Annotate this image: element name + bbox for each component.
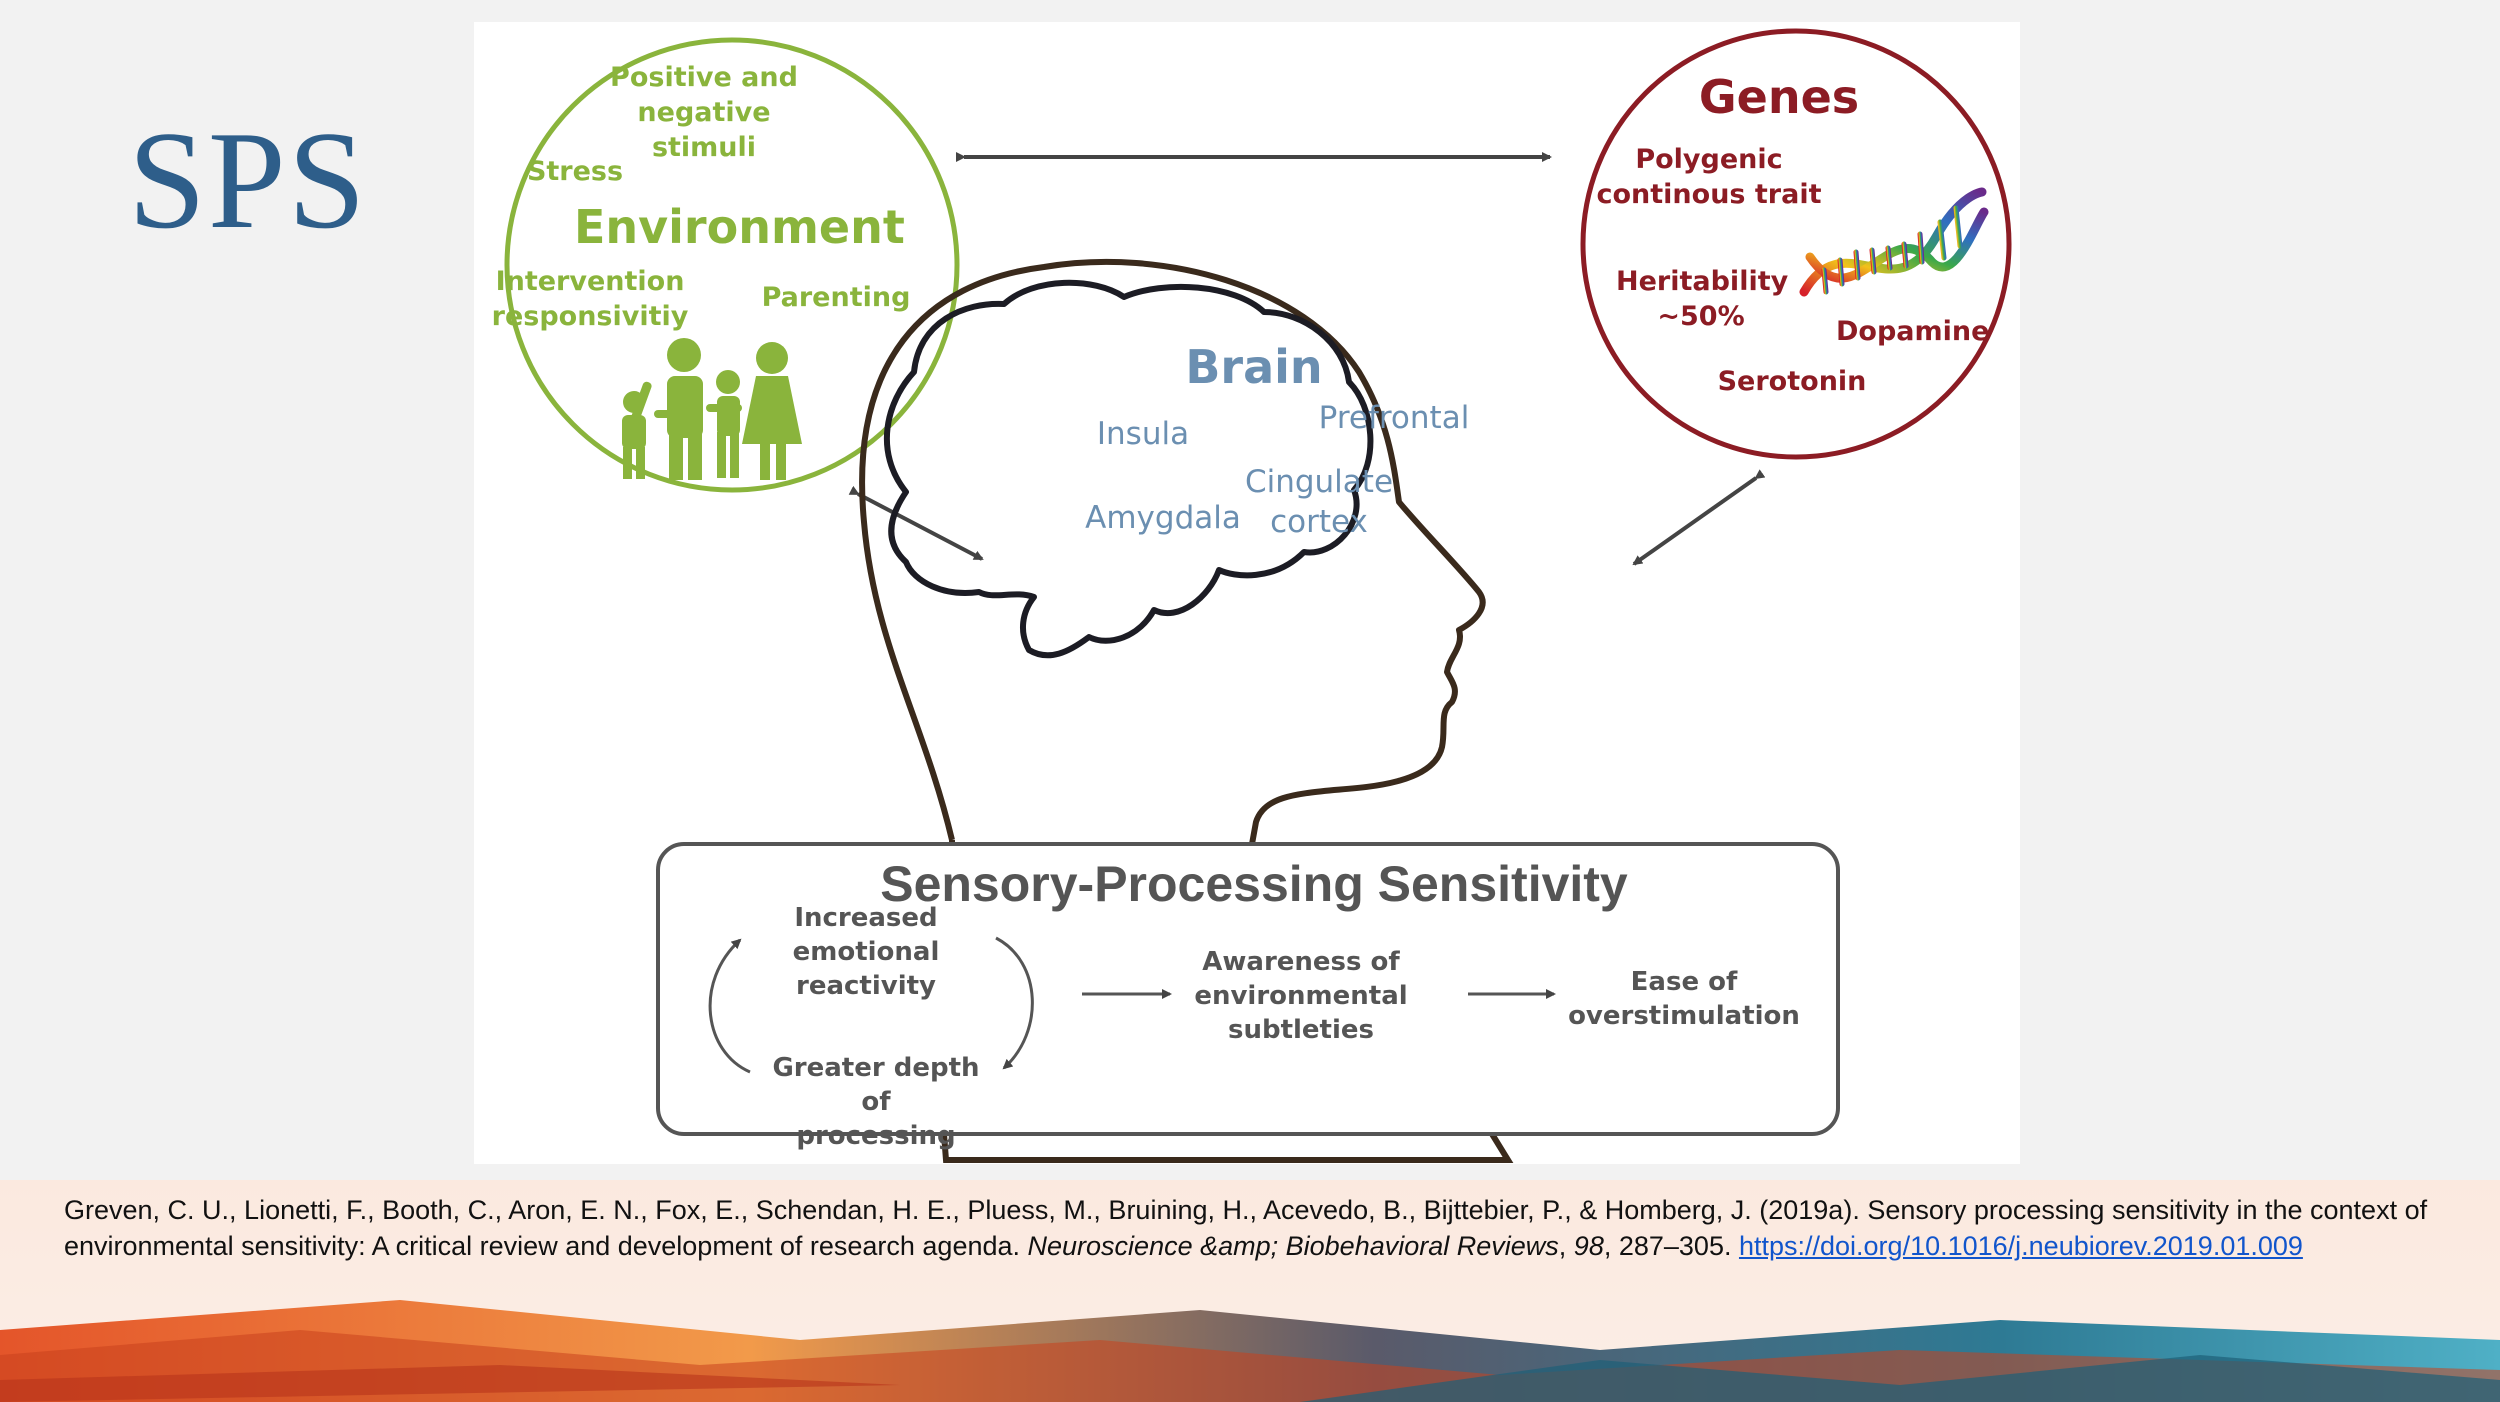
head-outline xyxy=(859,258,1486,845)
dna-icon xyxy=(1799,187,1989,297)
slide-title: SPS xyxy=(128,103,368,258)
citation-volume: 98 xyxy=(1573,1231,1604,1261)
brain-item-cingulate: Cingulate cortex xyxy=(1244,464,1394,541)
env-item-stimuli: Positive and negative stimuli xyxy=(610,62,798,164)
cycle-arrow-up xyxy=(708,938,751,1074)
figure-graphics xyxy=(504,28,2012,1163)
sps-title: Sensory-Processing Sensitivity xyxy=(880,856,1628,912)
genes-item-dopamine: Dopamine xyxy=(1836,316,1990,347)
env-item-stress: Stress xyxy=(526,156,624,187)
citation: Greven, C. U., Lionetti, F., Booth, C., … xyxy=(64,1195,2428,1261)
genes-circle xyxy=(1580,28,2012,460)
environment-circle xyxy=(504,37,960,493)
env-item-parenting: Parenting xyxy=(761,282,911,313)
brain-outline xyxy=(883,279,1374,659)
citation-authors: Greven, C. U., Lionetti, F., Booth, C., … xyxy=(64,1195,2428,1261)
genes-item-heritability: Heritability ~50% xyxy=(1616,266,1789,333)
sps-step-overstimulation: Ease of overstimulation xyxy=(1568,967,1800,1031)
sps-step-depth-of-processing: Greater depth of processing xyxy=(772,1053,980,1151)
sps-step-emotional-reactivity: Increased emotional reactivity xyxy=(792,903,940,1001)
environment-title: Environment xyxy=(574,200,905,254)
brain-item-prefrontal: Prefrontal xyxy=(1318,400,1470,436)
brain-item-amygdala: Amygdala xyxy=(1085,500,1241,536)
sps-step-awareness: Awareness of environmental subtleties xyxy=(1194,947,1408,1045)
env-item-intervention: Intervention responsivitiy xyxy=(491,266,689,333)
family-icon xyxy=(622,338,802,480)
citation-journal: Neuroscience &amp; Biobehavioral Reviews xyxy=(1027,1231,1559,1261)
genes-item-polygenic: Polygenic continous trait xyxy=(1596,144,1822,211)
brain-item-insula: Insula xyxy=(1096,416,1190,452)
cycle-arrow-down xyxy=(995,936,1034,1070)
sps-box xyxy=(656,842,1840,1136)
env-brain-arrow xyxy=(848,485,984,561)
head-base-trapezoid xyxy=(941,1132,1514,1163)
genes-item-serotonin: Serotonin xyxy=(1717,366,1867,397)
brain-title: Brain xyxy=(1185,340,1323,394)
citation-pages: , 287–305. xyxy=(1603,1231,1739,1261)
citation-doi-link[interactable]: https://doi.org/10.1016/j.neubiorev.2019… xyxy=(1738,1231,2303,1261)
sps-model-figure: Positive and negative stimuli Stress Env… xyxy=(474,22,2020,1164)
genes-brain-arrow xyxy=(1632,469,1766,566)
genes-title: Genes xyxy=(1698,70,1860,124)
footer-decorative-band xyxy=(0,1180,2500,1402)
